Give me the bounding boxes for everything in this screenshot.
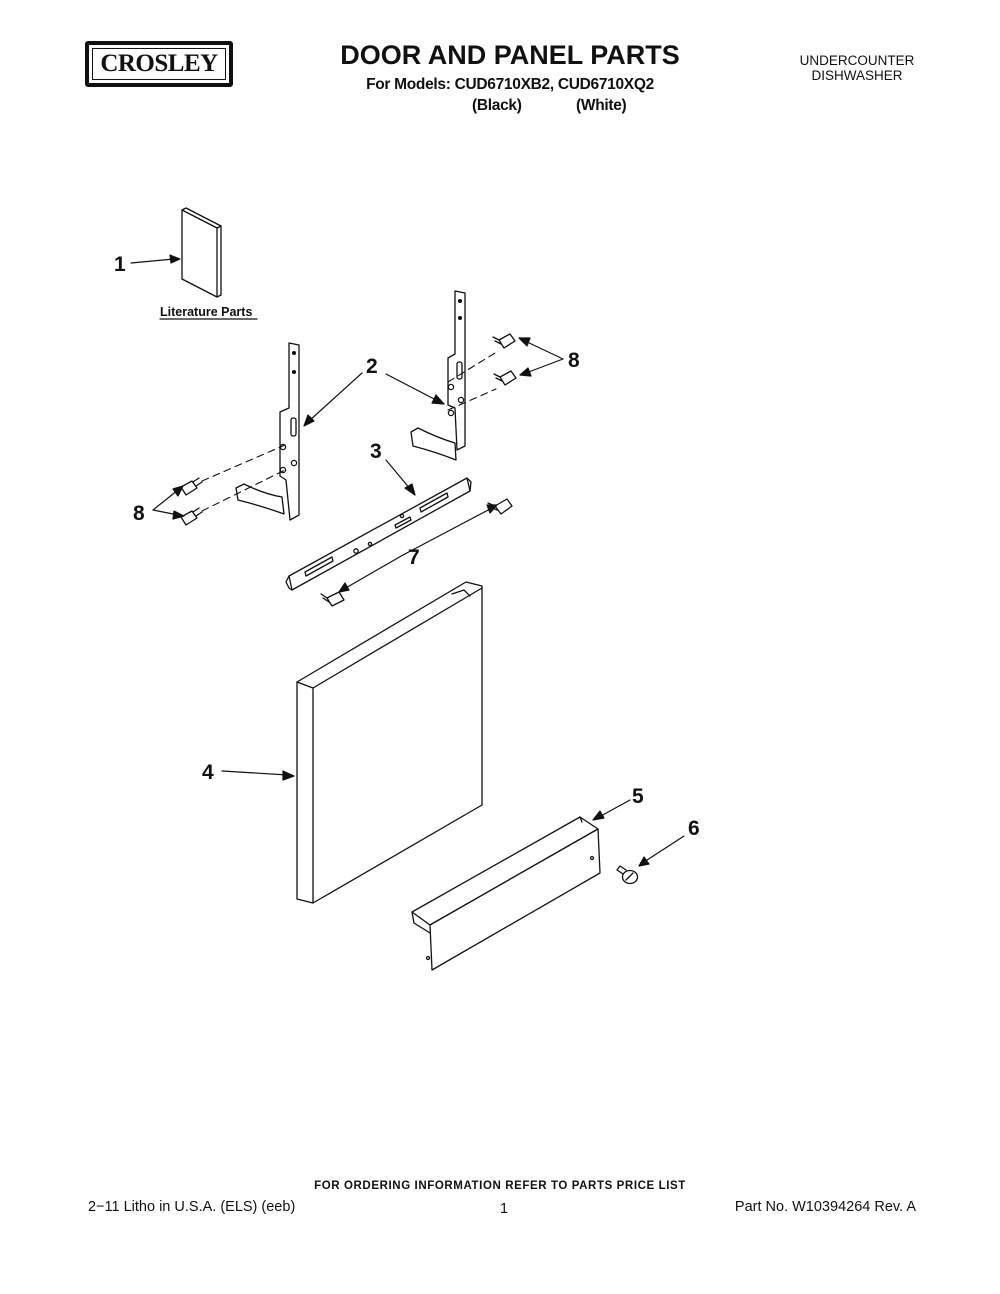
litho-line: 2−11 Litho in U.S.A. (ELS) (eeb) — [88, 1199, 296, 1215]
bracket-screw-right-lower — [493, 370, 517, 386]
door-panel — [296, 581, 483, 904]
top-mounting-bracket — [285, 477, 472, 591]
callout-4: 4 — [202, 761, 214, 784]
toe-panel-screw — [616, 865, 639, 885]
alignment-guides — [201, 352, 497, 512]
bracket-screw-right-upper — [492, 333, 516, 349]
callout-1: 1 — [114, 253, 126, 276]
toe-panel — [411, 816, 601, 971]
bracket-screw-lower — [320, 591, 345, 607]
callout-6: 6 — [688, 817, 700, 840]
brand-logo: CROSLEY — [85, 41, 233, 87]
leader-lines — [130, 254, 685, 867]
callout-5: 5 — [632, 785, 644, 808]
literature-booklet — [181, 207, 222, 298]
callout-3: 3 — [370, 440, 382, 463]
models-line: For Models: CUD6710XB2, CUD6710XQ2 — [366, 76, 654, 93]
category-line-1: UNDERCOUNTER — [799, 53, 915, 68]
callout-8-right: 8 — [568, 349, 580, 372]
bracket-screw-left-lower — [180, 507, 203, 526]
brand-logo-text: CROSLEY — [92, 48, 226, 80]
callout-8-left: 8 — [133, 502, 145, 525]
bracket-screw-left-upper — [180, 477, 203, 496]
variant-black: (Black) — [472, 97, 522, 114]
right-side-bracket — [410, 290, 466, 461]
category-label: UNDERCOUNTER DISHWASHER — [772, 53, 942, 83]
part-number: Part No. W10394264 Rev. A — [734, 1199, 916, 1215]
page-number: 1 — [500, 1201, 509, 1217]
left-side-bracket — [235, 342, 300, 521]
ordering-note: FOR ORDERING INFORMATION REFER TO PARTS … — [314, 1180, 686, 1192]
callout-7: 7 — [408, 546, 420, 569]
page-title: DOOR AND PANEL PARTS — [340, 40, 680, 70]
category-line-2: DISHWASHER — [811, 68, 903, 83]
literature-parts-caption: Literature Parts — [160, 305, 252, 319]
variant-white: (White) — [576, 97, 627, 114]
callout-2: 2 — [366, 355, 378, 378]
